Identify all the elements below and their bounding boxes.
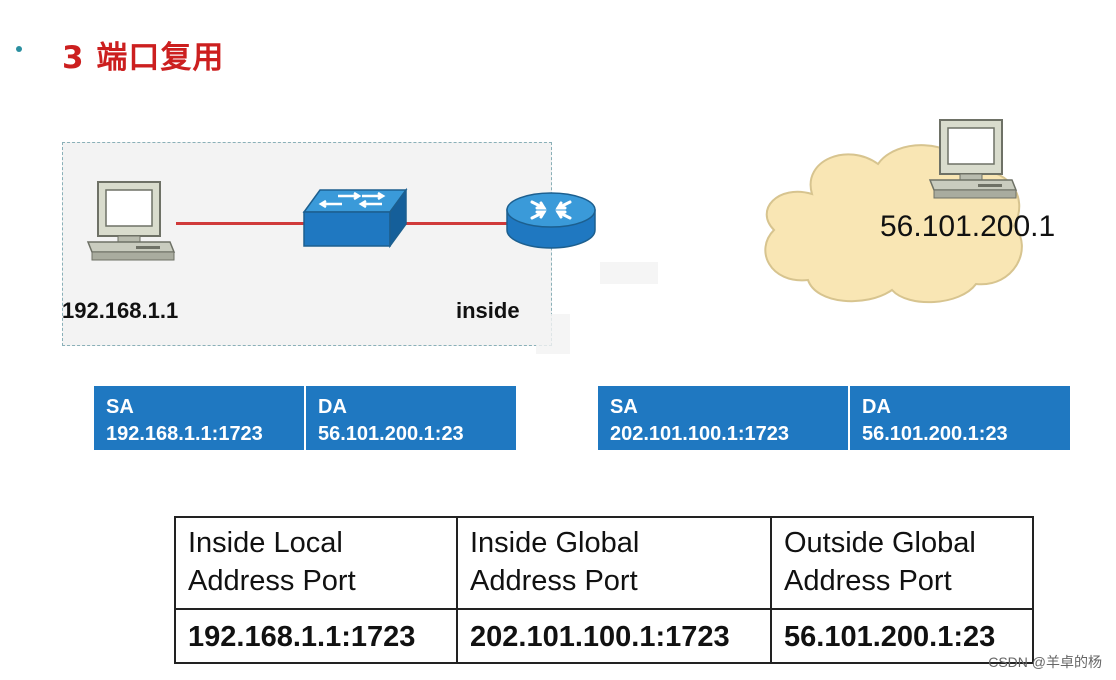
source-address-cell: SA 202.101.100.1:1723 <box>598 386 848 450</box>
column-header: Outside Global Address Port <box>770 516 1034 610</box>
slide-title: 3 端口复用 <box>62 40 225 76</box>
source-address-cell: SA 192.168.1.1:1723 <box>94 386 304 450</box>
blur-patch <box>536 314 570 354</box>
nat-translation-table: Inside Local Address Port Inside Global … <box>174 516 1034 664</box>
inside-global-cell: 202.101.100.1:1723 <box>456 608 772 664</box>
sa-label: SA <box>610 396 638 418</box>
destination-address-cell: DA 56.101.200.1:23 <box>848 386 1070 450</box>
destination-address-cell: DA 56.101.200.1:23 <box>304 386 516 450</box>
outside-host-ip: 56.101.200.1 <box>880 210 1056 243</box>
da-value: 56.101.200.1:23 <box>862 423 1008 445</box>
link-switch-router <box>400 222 512 225</box>
link-pc-switch <box>176 222 308 225</box>
da-label: DA <box>318 396 347 418</box>
watermark: CSDN @羊卓的杨 <box>988 654 1102 670</box>
table-row: 192.168.1.1:1723 202.101.100.1:1723 56.1… <box>174 608 1034 664</box>
table-header-row: Inside Local Address Port Inside Global … <box>174 516 1034 610</box>
inside-host-ip: 192.168.1.1 <box>62 298 179 323</box>
blur-patch <box>600 262 658 284</box>
sa-label: SA <box>106 396 134 418</box>
inside-interface-label: inside <box>456 298 520 323</box>
switch-icon <box>302 187 408 249</box>
computer-icon <box>928 119 1018 199</box>
outside-global-cell: 56.101.200.1:23 <box>770 608 1034 664</box>
sa-value: 202.101.100.1:1723 <box>610 423 790 445</box>
sa-value: 192.168.1.1:1723 <box>106 423 263 445</box>
computer-icon <box>86 181 176 261</box>
inside-local-cell: 192.168.1.1:1723 <box>174 608 458 664</box>
column-header: Inside Local Address Port <box>174 516 458 610</box>
da-value: 56.101.200.1:23 <box>318 423 464 445</box>
column-header: Inside Global Address Port <box>456 516 772 610</box>
router-icon <box>506 192 596 249</box>
inside-packet-header: SA 192.168.1.1:1723 DA 56.101.200.1:23 <box>94 386 516 450</box>
bullet-icon <box>16 46 22 52</box>
outside-packet-header: SA 202.101.100.1:1723 DA 56.101.200.1:23 <box>598 386 1070 450</box>
da-label: DA <box>862 396 891 418</box>
